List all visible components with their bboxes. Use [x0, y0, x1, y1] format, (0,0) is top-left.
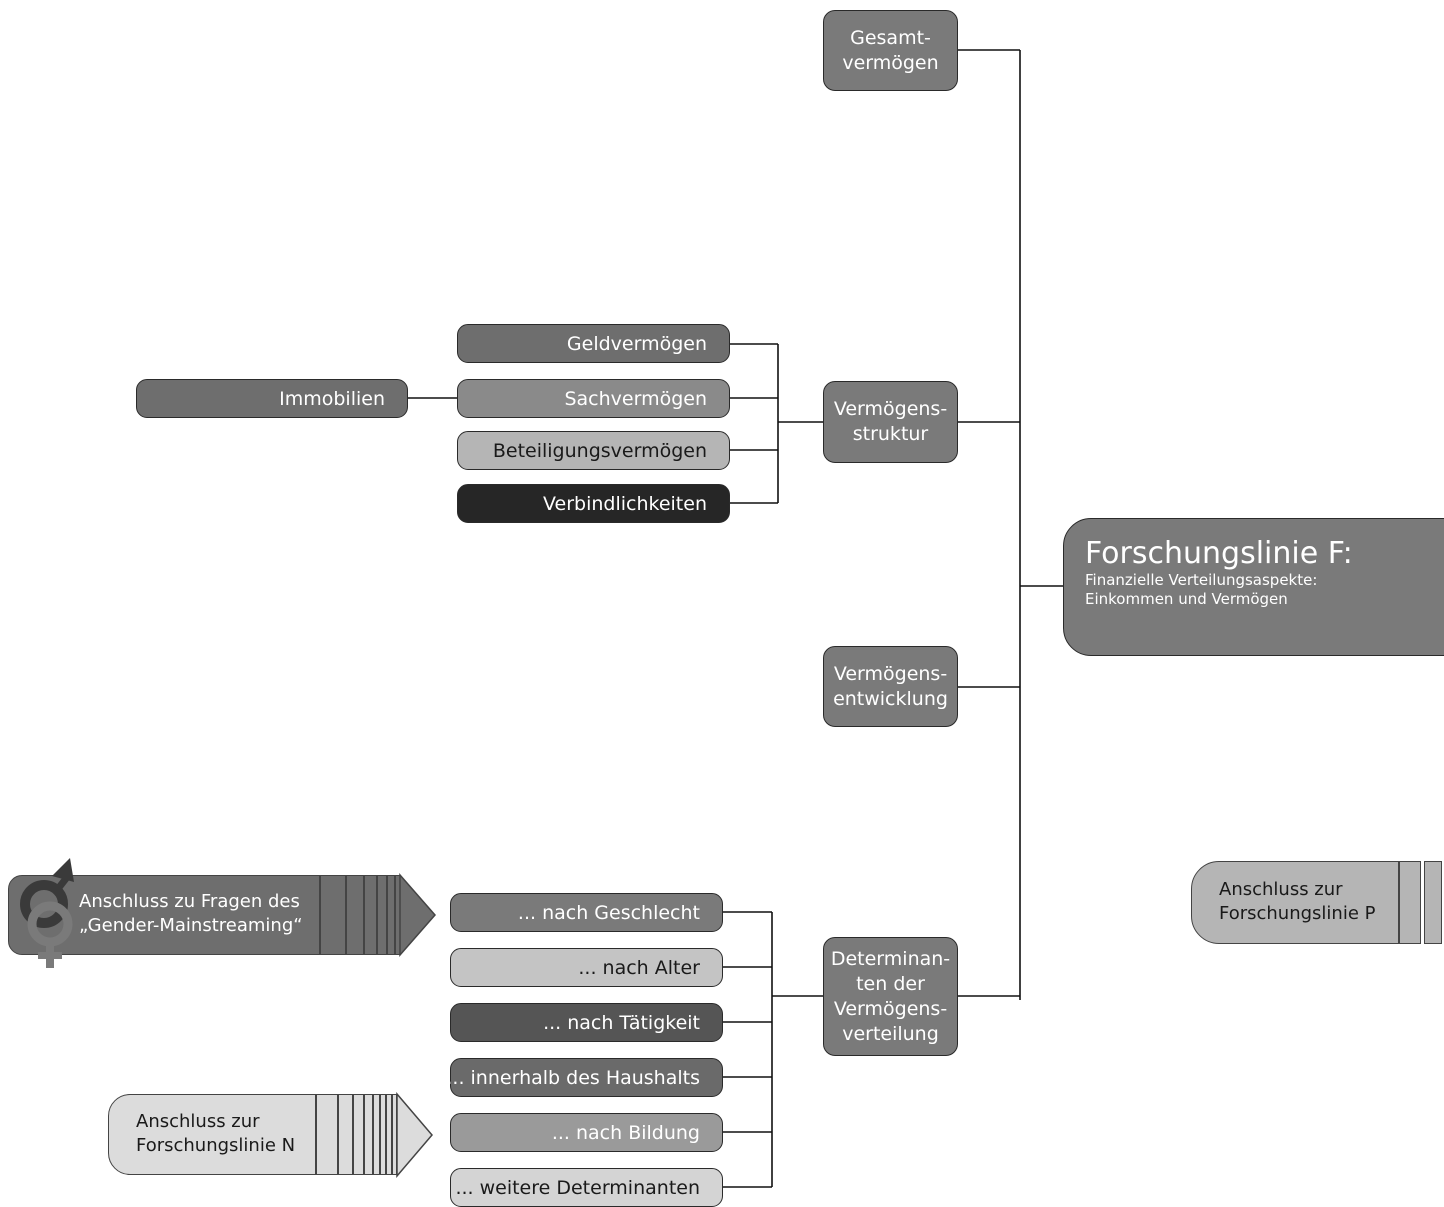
det-alter-label: ... nach Alter [578, 956, 700, 979]
gender-stripe [320, 875, 346, 955]
n-stripe [380, 1094, 386, 1175]
node-vermoegensentwicklung: Vermögens- entwicklung [823, 646, 958, 727]
gender-stripe [364, 875, 377, 955]
node-gesamtvermoegen: Gesamt- vermögen [823, 10, 958, 91]
det-alter: ... nach Alter [450, 948, 723, 987]
det-taetigkeit: ... nach Tätigkeit [450, 1003, 723, 1042]
n-stripe [386, 1094, 392, 1175]
connection-n-label: Anschluss zur Forschungslinie N [136, 1111, 296, 1156]
item-beteiligungsvermoegen-label: Beteiligungsvermögen [492, 439, 707, 462]
det-geschlecht: ... nach Geschlecht [450, 893, 723, 932]
det-bildung-label: ... nach Bildung [551, 1121, 700, 1144]
item-verbindlichkeiten-label: Verbindlichkeiten [543, 492, 707, 515]
gender-stripe [377, 875, 387, 955]
item-sachvermoegen-label: Sachvermögen [564, 387, 707, 410]
gender-stripe [346, 875, 364, 955]
node-determinanten-label: Determinan- ten der Vermögens- verteilun… [830, 947, 951, 1045]
item-verbindlichkeiten: Verbindlichkeiten [457, 484, 730, 523]
det-geschlecht-label: ... nach Geschlecht [517, 901, 700, 924]
det-haushalt: ... innerhalb des Haushalts [446, 1058, 723, 1097]
connection-forschungslinie-n: Anschluss zur Forschungslinie N [108, 1094, 316, 1175]
det-weitere-label: ... weitere Determinanten [455, 1176, 700, 1199]
gender-symbols-icon [20, 858, 74, 968]
node-vermoegensstruktur-label: Vermögens- struktur [833, 398, 948, 445]
n-stripe [373, 1094, 380, 1175]
connection-gender-label: Anschluss zu Fragen des „Gender-Mainstre… [79, 891, 303, 936]
main-node-forschungslinie-f: Forschungslinie F: Finanzielle Verteilun… [1063, 518, 1444, 656]
item-geldvermoegen-label: Geldvermögen [566, 332, 707, 355]
n-stripe [353, 1094, 364, 1175]
n-arrow-tip [396, 1092, 433, 1178]
p-stripe [1424, 861, 1442, 944]
item-immobilien: Immobilien [136, 379, 408, 418]
det-taetigkeit-label: ... nach Tätigkeit [543, 1011, 700, 1034]
det-bildung: ... nach Bildung [450, 1113, 723, 1152]
node-determinanten: Determinan- ten der Vermögens- verteilun… [823, 937, 958, 1056]
connection-p-label: Anschluss zur Forschungslinie P [1219, 879, 1376, 924]
connection-forschungslinie-p: Anschluss zur Forschungslinie P [1191, 861, 1399, 944]
det-weitere: ... weitere Determinanten [450, 1168, 723, 1207]
gender-arrow-tip [399, 873, 436, 957]
main-subtitle-line1: Finanzielle Verteilungsaspekte: [1085, 571, 1318, 589]
main-subtitle-line2: Einkommen und Vermögen [1085, 590, 1288, 608]
item-sachvermoegen: Sachvermögen [457, 379, 730, 418]
n-stripe [364, 1094, 373, 1175]
n-stripe [316, 1094, 338, 1175]
item-beteiligungsvermoegen: Beteiligungsvermögen [457, 431, 730, 470]
node-vermoegensentwicklung-label: Vermögens- entwicklung [833, 662, 948, 710]
node-vermoegensstruktur: Vermögens- struktur [823, 381, 958, 463]
main-title: Forschungslinie F: [1085, 536, 1353, 571]
item-geldvermoegen: Geldvermögen [457, 324, 730, 363]
node-gesamtvermoegen-label: Gesamt- vermögen [842, 26, 939, 74]
item-immobilien-label: Immobilien [279, 387, 385, 410]
gender-stripe [387, 875, 395, 955]
det-haushalt-label: ... innerhalb des Haushalts [446, 1066, 700, 1089]
p-stripe [1399, 861, 1421, 944]
n-stripe [338, 1094, 353, 1175]
